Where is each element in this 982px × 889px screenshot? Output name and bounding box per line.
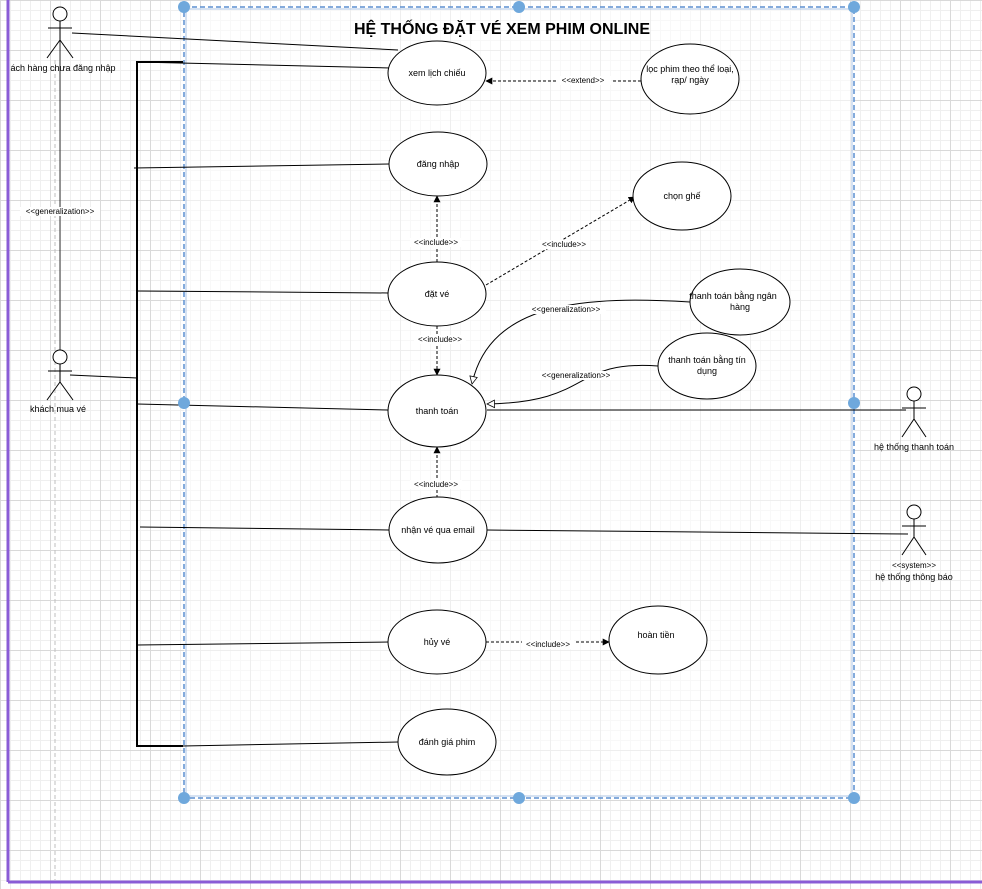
gen-label-actors: <<generalization>> <box>26 207 95 216</box>
usecase-label: nhận vé qua email <box>401 525 475 535</box>
actor-notify-system-label: hệ thống thông báo <box>875 572 953 582</box>
include-label-thanhtoan: <<include>> <box>418 335 462 344</box>
usecase-label: đặt vé <box>425 289 450 299</box>
system-boundary[interactable] <box>183 6 855 799</box>
resize-handle-top-left[interactable] <box>178 1 190 13</box>
resize-handle-bottom-right[interactable] <box>848 792 860 804</box>
assoc-xem <box>136 61 391 69</box>
include-label-hoantien: <<include>> <box>526 640 570 649</box>
usecase-label-line2: hàng <box>730 302 750 312</box>
assoc-danhgia <box>182 741 399 747</box>
usecase-loc-phim[interactable]: lọc phim theo thể loại, rạp/ ngày <box>640 43 740 115</box>
usecase-label-line1: lọc phim theo thể loại, <box>646 64 734 74</box>
usecase-danh-gia-phim[interactable]: đánh giá phim <box>397 708 497 776</box>
actor-notify-system[interactable] <box>901 504 927 556</box>
resize-handle-right[interactable] <box>848 397 860 409</box>
usecase-chon-ghe[interactable]: chọn ghế <box>632 161 732 231</box>
resize-handle-top-right[interactable] <box>848 1 860 13</box>
usecase-label: chọn ghế <box>663 191 700 201</box>
actor-guest-label: ách hàng chưa đăng nhập <box>10 63 115 73</box>
usecase-label-line2: rạp/ ngày <box>671 75 709 85</box>
usecase-huy-ve[interactable]: hủy vé <box>387 609 487 675</box>
gen-label-nganhang: <<generalization>> <box>532 305 601 314</box>
assoc-guest-xem <box>71 32 399 51</box>
usecase-thanh-toan[interactable]: thanh toán <box>387 374 487 448</box>
actor-payment-system-label: hệ thống thanh toán <box>874 442 954 452</box>
usecase-hoan-tien[interactable]: hoàn tiền <box>608 605 708 675</box>
resize-handle-left[interactable] <box>178 397 190 409</box>
usecase-xem-lich-chieu[interactable]: xem lịch chiếu <box>387 40 487 106</box>
actor-buyer-label: khách mua vé <box>30 404 86 414</box>
usecase-label-line2: dụng <box>697 366 717 376</box>
usecase-label: đăng nhập <box>417 159 460 169</box>
assoc-huyve <box>136 641 390 646</box>
usecase-label: thanh toán <box>416 406 459 416</box>
assoc-notify-system <box>486 529 909 535</box>
actor-buyer[interactable] <box>46 349 74 401</box>
resize-handle-top[interactable] <box>513 1 525 13</box>
usecase-label: hoàn tiền <box>637 630 674 640</box>
usecase-label: xem lịch chiếu <box>408 68 465 78</box>
usecase-tt-tin-dung[interactable]: thanh toán bằng tín dụng <box>657 332 757 400</box>
usecase-nhan-ve-email[interactable]: nhận vé qua email <box>388 496 488 564</box>
system-title: HỆ THỐNG ĐẶT VÉ XEM PHIM ONLINE <box>354 18 650 38</box>
assoc-buyer-bracket <box>69 374 138 379</box>
resize-handle-bottom[interactable] <box>513 792 525 804</box>
usecase-dang-nhap[interactable]: đăng nhập <box>388 131 488 197</box>
assoc-dangnhap <box>133 163 390 169</box>
usecase-dat-ve[interactable]: đặt vé <box>387 261 487 327</box>
usecase-label-line1: thanh toán bằng ngân <box>689 291 777 301</box>
include-label-dangnhap: <<include>> <box>414 238 458 247</box>
assoc-datve <box>136 290 390 294</box>
usecase-label: đánh giá phim <box>419 737 476 747</box>
gen-tindung-thanhtoan <box>487 364 659 404</box>
include-label-nhanve: <<include>> <box>414 480 458 489</box>
usecase-label: hủy vé <box>424 637 451 647</box>
gen-label-tindung: <<generalization>> <box>542 371 611 380</box>
assoc-nhanve <box>139 526 390 531</box>
extend-label: <<extend>> <box>562 76 605 85</box>
actor-guest[interactable] <box>46 6 74 59</box>
actor-notify-stereotype: <<system>> <box>892 561 936 570</box>
include-label-chonghe: <<include>> <box>542 240 586 249</box>
usecase-label-line1: thanh toán bằng tín <box>668 355 746 365</box>
actor-payment-system[interactable] <box>901 386 927 438</box>
usecase-tt-ngan-hang[interactable]: thanh toán bằng ngân hàng <box>689 268 791 336</box>
resize-handle-bottom-left[interactable] <box>178 792 190 804</box>
